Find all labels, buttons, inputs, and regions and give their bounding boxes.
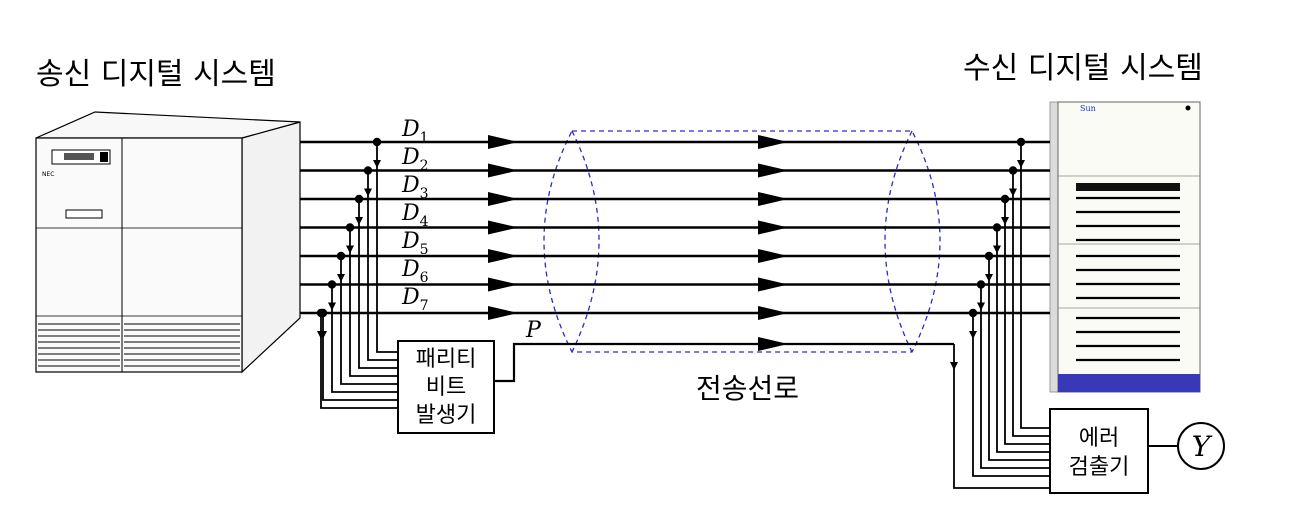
receiver-tap-arrow-d1 [1017, 160, 1025, 168]
error-detector-line-2: 검출기 [1069, 455, 1130, 480]
receiver-tap-wire-d4 [996, 227, 1050, 453]
sender-tap-wire-d5 [340, 256, 398, 385]
receiver-tap-arrow-d6 [977, 302, 985, 311]
arrow-left-d2 [488, 163, 518, 178]
arrow-left-d6 [488, 277, 518, 292]
signal-label-d7: D7 [401, 285, 429, 314]
receiver-tap-arrow-d7 [969, 331, 977, 339]
sender-tap-arrow-d4 [346, 245, 354, 254]
parity-line [494, 342, 954, 383]
receiver-tap-wire-d3 [1004, 199, 1050, 445]
sender-tap-wire-d7 [322, 313, 398, 401]
sender-tap-arrow-d2 [364, 188, 372, 197]
data-lines [300, 135, 1050, 383]
signal-labels: D1 D2 D3 D4 D5 D6 D7 P [401, 117, 542, 343]
sender-tap-arrow-d6 [328, 302, 336, 311]
arrow-left-d5 [488, 249, 518, 263]
arrow-right-d2 [758, 163, 788, 178]
parity-generator-line-3: 발생기 [416, 403, 477, 428]
parity-to-detector-arrow [950, 362, 958, 370]
sender-title: 송신 디지털 시스템 [36, 57, 276, 92]
sender-tap-wire-d6 [331, 284, 398, 393]
signal-label-d6: D6 [401, 257, 429, 286]
output-label: Y [1192, 430, 1213, 463]
svg-text:NEC: NEC [42, 171, 54, 178]
error-detector-block: 에러 검출기 [1049, 408, 1149, 494]
signal-label-d3: D3 [401, 173, 429, 202]
parity-to-detector-wire [953, 344, 1050, 489]
sender-tap-dot-extra [316, 308, 326, 318]
sender-tap-wire-d1 [376, 142, 398, 353]
receiver-tap-arrow-d5 [985, 274, 993, 282]
signal-label-d1: D1 [401, 117, 429, 146]
signal-label-d5: D5 [401, 229, 429, 258]
arrow-left-d4 [488, 220, 518, 235]
arrow-right-d7 [758, 306, 788, 320]
receiver-tap-wire-d6 [980, 284, 1050, 469]
receiver-title: 수신 디지털 시스템 [963, 51, 1203, 86]
receiver-tap-wire-d5 [988, 256, 1050, 461]
receiver-tap-wire-d2 [1012, 170, 1050, 437]
receiver-tap-arrow-d3 [1001, 217, 1009, 225]
sender-tap-wire-d2 [367, 170, 398, 361]
error-detector-line-1: 에러 [1079, 426, 1119, 451]
arrow-right-d6 [758, 277, 788, 292]
receiver-tap-wire-d1 [1020, 142, 1050, 429]
sender-computer-icon: NEC [35, 111, 301, 374]
arrow-right-d5 [758, 249, 788, 263]
receiver-tap-arrow-d4 [993, 245, 1001, 254]
sender-tap-arrow-d5 [337, 274, 345, 282]
parity-generator-line-1: 패리티 [416, 347, 477, 372]
parity-arrow [758, 337, 788, 351]
signal-label-d2: D2 [401, 145, 429, 174]
arrow-right-d3 [758, 192, 788, 206]
sender-tap-wire-extra [320, 313, 398, 409]
parity-generator-line-2: 비트 [426, 375, 466, 400]
arrow-right-d1 [758, 135, 788, 149]
sender-tap-arrow-extra [317, 331, 325, 339]
receiver-brand-logo: Sun [1080, 104, 1096, 113]
receiver-tap-wire-d7 [972, 313, 1050, 477]
sender-tap-wire-d4 [349, 227, 398, 377]
receiver-tap-arrow-d2 [1009, 188, 1017, 197]
arrow-left-d3 [488, 192, 518, 206]
output-y: Y [1148, 422, 1225, 470]
sender-tap-wire-d3 [358, 199, 398, 369]
arrow-right-d4 [758, 220, 788, 235]
channel-title: 전송선로 [696, 372, 799, 405]
signal-label-d4: D4 [401, 201, 429, 230]
receiver-computer-icon: Sun [1049, 101, 1201, 393]
tap-wires [316, 137, 1050, 489]
sender-tap-arrow-d1 [373, 160, 381, 168]
arrow-left-d7 [488, 306, 518, 320]
parity-generator-block: 패리티 비트 발생기 [397, 340, 495, 434]
receiver-base [1058, 374, 1200, 392]
signal-label-parity: P [525, 318, 542, 343]
arrow-left-d1 [488, 135, 518, 149]
sender-tap-arrow-d3 [355, 217, 363, 225]
transmission-bundle-outline [543, 130, 941, 353]
